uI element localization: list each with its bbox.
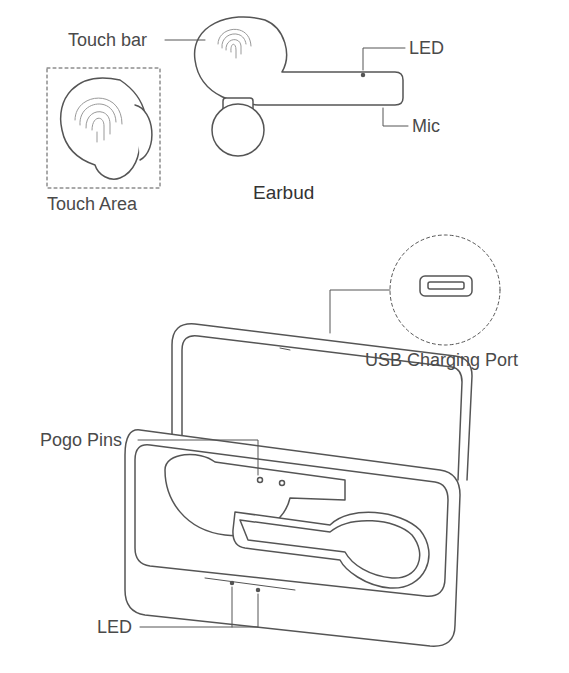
- part-label: Pogo Pins: [40, 429, 122, 451]
- part-label: Mic: [412, 115, 440, 137]
- part-label: USB Charging Port: [365, 349, 518, 371]
- part-label: Touch bar: [68, 29, 147, 51]
- part-label: LED: [97, 616, 132, 638]
- figure-caption: Earbud: [253, 182, 314, 204]
- part-label: Touch Area: [47, 193, 137, 215]
- part-label: LED: [409, 37, 444, 59]
